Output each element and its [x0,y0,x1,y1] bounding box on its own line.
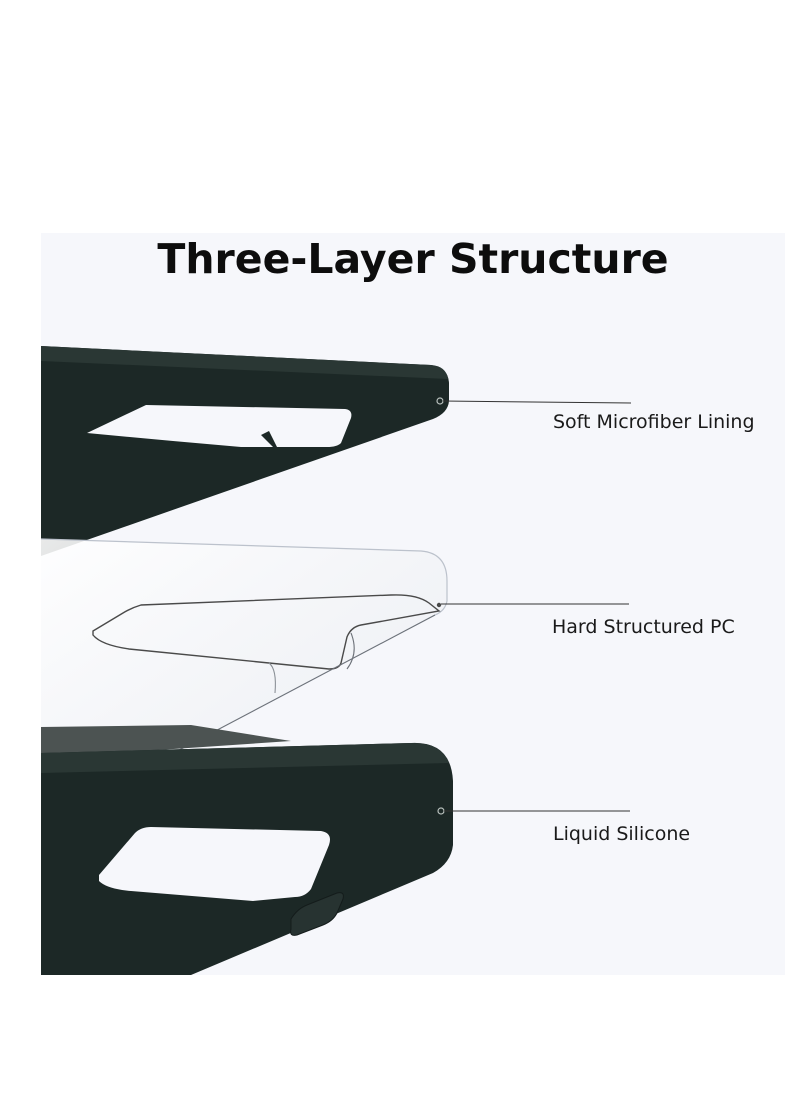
microfiber-lining-layer [41,346,449,556]
layer-label-silicone: Liquid Silicone [553,823,691,845]
page-title: Three-Layer Structure [157,235,669,283]
infographic-panel: Three-Layer Structure Soft Microfiber Li… [41,233,785,975]
layer-label-microfiber: Soft Microfiber Lining [553,411,755,433]
liquid-silicone-layer [41,725,453,975]
layer-label-pc: Hard Structured PC [552,616,735,638]
leader-line-microfiber [442,400,632,404]
layer-illustration [41,346,632,975]
